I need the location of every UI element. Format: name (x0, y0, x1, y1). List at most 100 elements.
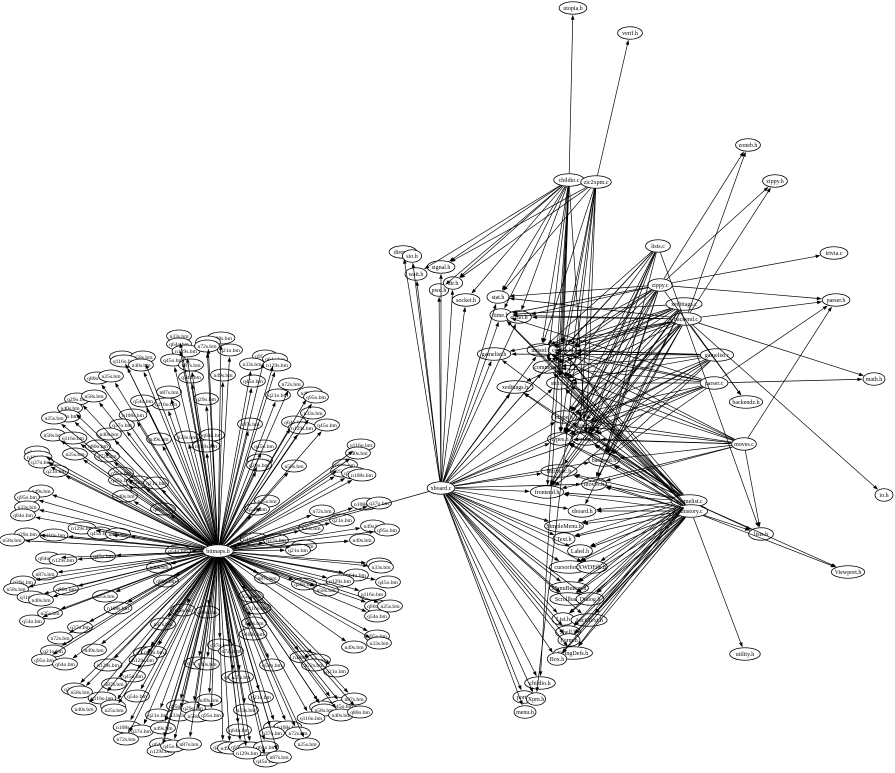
svg-text:n129s.bm: n129s.bm (52, 558, 75, 564)
svg-text:n72s.bm: n72s.bm (129, 480, 149, 486)
svg-text:n49s.bm: n49s.bm (352, 538, 372, 544)
svg-text:n58s.bm: n58s.bm (43, 433, 63, 439)
svg-text:q54o.bm: q54o.bm (127, 694, 147, 700)
svg-text:io.h: io.h (879, 493, 888, 499)
svg-text:cursorfont.h: cursorfont.h (554, 564, 583, 571)
svg-text:q80o.bm: q80o.bm (350, 710, 370, 716)
svg-text:n40s.bm: n40s.bm (131, 363, 151, 369)
svg-text:pwd.h: pwd.h (432, 288, 447, 294)
svg-text:n33s.bm: n33s.bm (303, 411, 323, 417)
svg-text:q116o.bm: q116o.bm (246, 606, 269, 612)
svg-text:n49s.bm: n49s.bm (31, 489, 51, 495)
svg-text:n108s.bm: n108s.bm (107, 606, 130, 612)
svg-text:n108s.bm: n108s.bm (277, 725, 300, 731)
svg-text:Form.h: Form.h (560, 638, 578, 644)
svg-text:n40s.bm: n40s.bm (348, 451, 368, 457)
svg-text:q116o.bm: q116o.bm (350, 443, 373, 449)
svg-text:q64o.bm: q64o.bm (169, 342, 189, 348)
svg-text:n25s.bm: n25s.bm (101, 374, 121, 380)
svg-text:dirent.h: dirent.h (394, 250, 413, 256)
svg-text:q116o.bm: q116o.bm (91, 696, 114, 702)
svg-text:q21o.bm: q21o.bm (268, 393, 288, 399)
svg-text:n129s.bm: n129s.bm (97, 663, 120, 669)
svg-text:n33s.bm: n33s.bm (169, 334, 189, 340)
svg-text:bitmaps.h: bitmaps.h (206, 549, 230, 555)
svg-text:n58s.bm: n58s.bm (284, 464, 304, 470)
svg-text:q116o.bm: q116o.bm (155, 402, 178, 408)
svg-text:n72s.bm: n72s.bm (288, 731, 308, 737)
svg-text:n49s.bm: n49s.bm (213, 373, 233, 379)
svg-text:q21o.bm: q21o.bm (146, 481, 166, 487)
svg-text:q45o.bm: q45o.bm (317, 423, 337, 429)
svg-text:q21o.bm: q21o.bm (46, 469, 66, 475)
svg-text:n40s.bm: n40s.bm (115, 494, 135, 500)
svg-text:xboard.c: xboard.c (431, 486, 452, 492)
svg-text:n72s.bm: n72s.bm (281, 382, 301, 388)
svg-text:Dialog.h: Dialog.h (580, 597, 601, 603)
svg-text:n40s.bm: n40s.bm (197, 662, 217, 668)
svg-text:q64o.bm: q64o.bm (55, 662, 75, 668)
svg-text:q54o.bm: q54o.bm (181, 375, 201, 381)
svg-text:utopia.h: utopia.h (563, 6, 583, 12)
svg-text:q21o.bm: q21o.bm (288, 548, 308, 554)
svg-text:n87s.bm: n87s.bm (35, 572, 55, 578)
svg-text:q29o.bm: q29o.bm (67, 397, 87, 403)
svg-text:n108s.bm: n108s.bm (351, 473, 374, 479)
svg-text:frontend.h: frontend.h (535, 489, 560, 496)
svg-text:q37o.bm: q37o.bm (131, 729, 151, 735)
svg-text:Viewport.h: Viewport.h (835, 570, 862, 576)
svg-text:n87s.bm: n87s.bm (104, 682, 124, 688)
svg-text:n108s.bm: n108s.bm (210, 336, 233, 342)
svg-text:q21o.bm: q21o.bm (326, 669, 346, 675)
svg-text:n87s.bm: n87s.bm (153, 622, 173, 628)
svg-text:q29o.bm: q29o.bm (183, 706, 203, 712)
svg-text:childio.h: childio.h (529, 681, 550, 687)
svg-text:n49s.bm: n49s.bm (153, 726, 173, 732)
svg-text:n129s.bm: n129s.bm (266, 363, 289, 369)
svg-text:q116o.bm: q116o.bm (62, 436, 85, 442)
svg-text:n58s.bm: n58s.bm (187, 714, 207, 720)
svg-text:n129s.bm: n129s.bm (150, 749, 173, 755)
svg-text:n58s.bm: n58s.bm (84, 394, 104, 400)
svg-text:ctype.h: ctype.h (555, 415, 573, 421)
svg-text:parser.h: parser.h (827, 298, 846, 304)
svg-text:q116o.bm: q116o.bm (300, 716, 323, 722)
svg-text:n87s.bm: n87s.bm (181, 363, 201, 369)
svg-text:xhistory.c: xhistory.c (679, 509, 703, 515)
svg-text:signal.h: signal.h (432, 265, 451, 271)
svg-text:q54o.bm: q54o.bm (168, 549, 188, 555)
svg-text:q45o.bm: q45o.bm (333, 704, 353, 710)
svg-text:port.h: port.h (517, 695, 531, 701)
svg-text:q54o.bm: q54o.bm (22, 619, 42, 625)
svg-text:zippy.c: zippy.c (651, 283, 668, 289)
svg-text:q29o.bm: q29o.bm (197, 610, 217, 616)
svg-text:q37o.bm: q37o.bm (70, 625, 90, 631)
svg-text:time.h: time.h (493, 313, 508, 319)
svg-text:q45o.bm: q45o.bm (93, 554, 113, 560)
svg-text:q45o.bm: q45o.bm (254, 444, 274, 450)
svg-text:q116o.bm: q116o.bm (113, 359, 136, 365)
svg-text:q45o.bm: q45o.bm (90, 531, 110, 537)
svg-text:q21o.bm: q21o.bm (332, 518, 352, 524)
svg-text:q45o.bm: q45o.bm (173, 608, 193, 614)
svg-text:xedittags.h: xedittags.h (502, 385, 528, 391)
svg-text:zic2xpm.c: zic2xpm.c (584, 180, 609, 186)
svg-text:MenuButton.h: MenuButton.h (552, 586, 587, 592)
svg-text:n40s.bm: n40s.bm (149, 565, 169, 571)
svg-text:q80o.bm: q80o.bm (58, 414, 78, 420)
svg-text:n40s.bm: n40s.bm (244, 621, 264, 627)
svg-text:q80o.bm: q80o.bm (56, 587, 76, 593)
svg-text:n72s.bm: n72s.bm (304, 663, 324, 669)
svg-text:q116o.bm: q116o.bm (361, 592, 384, 598)
svg-text:n40s.bm: n40s.bm (31, 598, 51, 604)
svg-text:n33s.bm: n33s.bm (177, 435, 197, 441)
svg-text:n58s.bm: n58s.bm (133, 355, 153, 361)
svg-text:n40s.bm: n40s.bm (331, 713, 351, 719)
svg-text:n108s.bm: n108s.bm (354, 502, 377, 508)
svg-text:n58s.bm: n58s.bm (2, 538, 22, 544)
svg-text:xedittags.c: xedittags.c (671, 302, 697, 308)
svg-text:n33s.bm: n33s.bm (242, 362, 262, 368)
svg-text:Scrollbar.h: Scrollbar.h (555, 597, 581, 603)
svg-text:n40s.bm: n40s.bm (74, 707, 94, 713)
svg-text:n72s.bm: n72s.bm (116, 737, 136, 743)
